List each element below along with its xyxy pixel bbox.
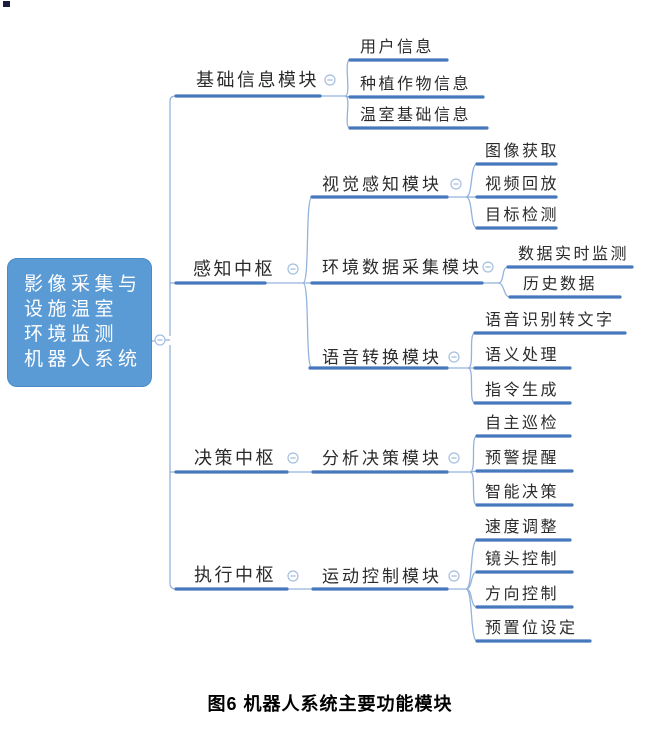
corner-artifact xyxy=(3,1,10,7)
bracket-connector xyxy=(302,196,313,284)
node-label-wenshi: 温室基础信息 xyxy=(360,107,472,124)
collapse-toggle-fenxi[interactable] xyxy=(448,452,460,464)
trunk-connector xyxy=(169,95,177,336)
node-label-yuyi: 语义处理 xyxy=(485,347,560,364)
node-label-huanjing: 环境数据采集模块 xyxy=(322,258,482,277)
node-label-lishi: 历史数据 xyxy=(523,276,598,293)
bracket-connector xyxy=(465,588,478,642)
collapse-toggle-root[interactable] xyxy=(154,334,166,346)
bracket-connector xyxy=(497,282,511,298)
node-label-tuxiang: 图像获取 xyxy=(485,143,560,160)
node-label-yonghu: 用户信息 xyxy=(360,39,435,56)
root-node: 影像采集与设施温室环境监测机器人系统 xyxy=(7,258,152,387)
node-label-fangxiang: 方向控制 xyxy=(485,586,560,603)
root-node-label-line: 环境监测 xyxy=(24,324,119,345)
bracket-connector xyxy=(469,471,478,506)
figure-caption: 图6 机器人系统主要功能模块 xyxy=(207,694,453,714)
collapse-toggle-shijue[interactable] xyxy=(450,178,462,190)
node-label-shibie: 语音识别转文字 xyxy=(485,312,615,329)
root-node-label-line: 设施温室 xyxy=(24,299,119,320)
collapse-toggle-yundong[interactable] xyxy=(448,570,460,582)
bracket-connector xyxy=(344,59,351,97)
node-label-juece: 决策中枢 xyxy=(194,448,276,468)
bracket-connector xyxy=(467,332,476,369)
node-label-shijue: 视觉感知模块 xyxy=(322,175,442,194)
node-label-sudu: 速度调整 xyxy=(485,519,560,536)
node-label-shipin: 视频回放 xyxy=(485,176,560,193)
bracket-connector xyxy=(497,266,509,284)
bracket-connector xyxy=(465,196,478,229)
trunk-connector xyxy=(169,345,177,590)
node-label-yuyin: 语音转换模块 xyxy=(322,348,442,367)
bracket-connector xyxy=(302,282,313,369)
node-label-yundong: 运动控制模块 xyxy=(322,567,442,586)
bracket-connector xyxy=(469,435,478,473)
node-label-yujing: 预警提醒 xyxy=(485,450,560,467)
root-node-label-line: 机器人系统 xyxy=(24,349,142,370)
node-label-jingtou: 镜头控制 xyxy=(485,551,560,568)
node-label-ganzhi: 感知中枢 xyxy=(193,259,275,279)
node-label-zhixing: 执行中枢 xyxy=(194,565,276,585)
collapse-toggle-ganzhi[interactable] xyxy=(287,263,299,275)
collapse-toggle-jichu[interactable] xyxy=(324,74,336,86)
collapse-toggle-zhixing[interactable] xyxy=(287,570,299,582)
bracket-connector xyxy=(465,163,478,198)
collapse-toggle-huanjing[interactable] xyxy=(482,261,494,273)
root-node-label-line: 影像采集与 xyxy=(24,274,142,295)
node-label-yuzhi: 预置位设定 xyxy=(485,620,578,637)
node-label-zhiling: 指令生成 xyxy=(485,382,560,399)
node-label-shishi: 数据实时监测 xyxy=(518,246,630,263)
collapse-toggle-yuyin[interactable] xyxy=(448,351,460,363)
collapse-toggle-juece[interactable] xyxy=(287,452,299,464)
node-label-fenxi: 分析决策模块 xyxy=(322,449,442,468)
node-label-zizhu: 自主巡检 xyxy=(485,415,560,432)
bracket-connector xyxy=(344,95,351,129)
bracket-connector xyxy=(467,367,476,404)
node-label-zhineng: 智能决策 xyxy=(485,484,560,501)
node-label-jichu: 基础信息模块 xyxy=(196,70,319,90)
node-label-mubiao: 目标检测 xyxy=(485,207,560,224)
bracket-connector xyxy=(465,539,478,590)
node-label-zhongzhi: 种植作物信息 xyxy=(360,76,472,93)
